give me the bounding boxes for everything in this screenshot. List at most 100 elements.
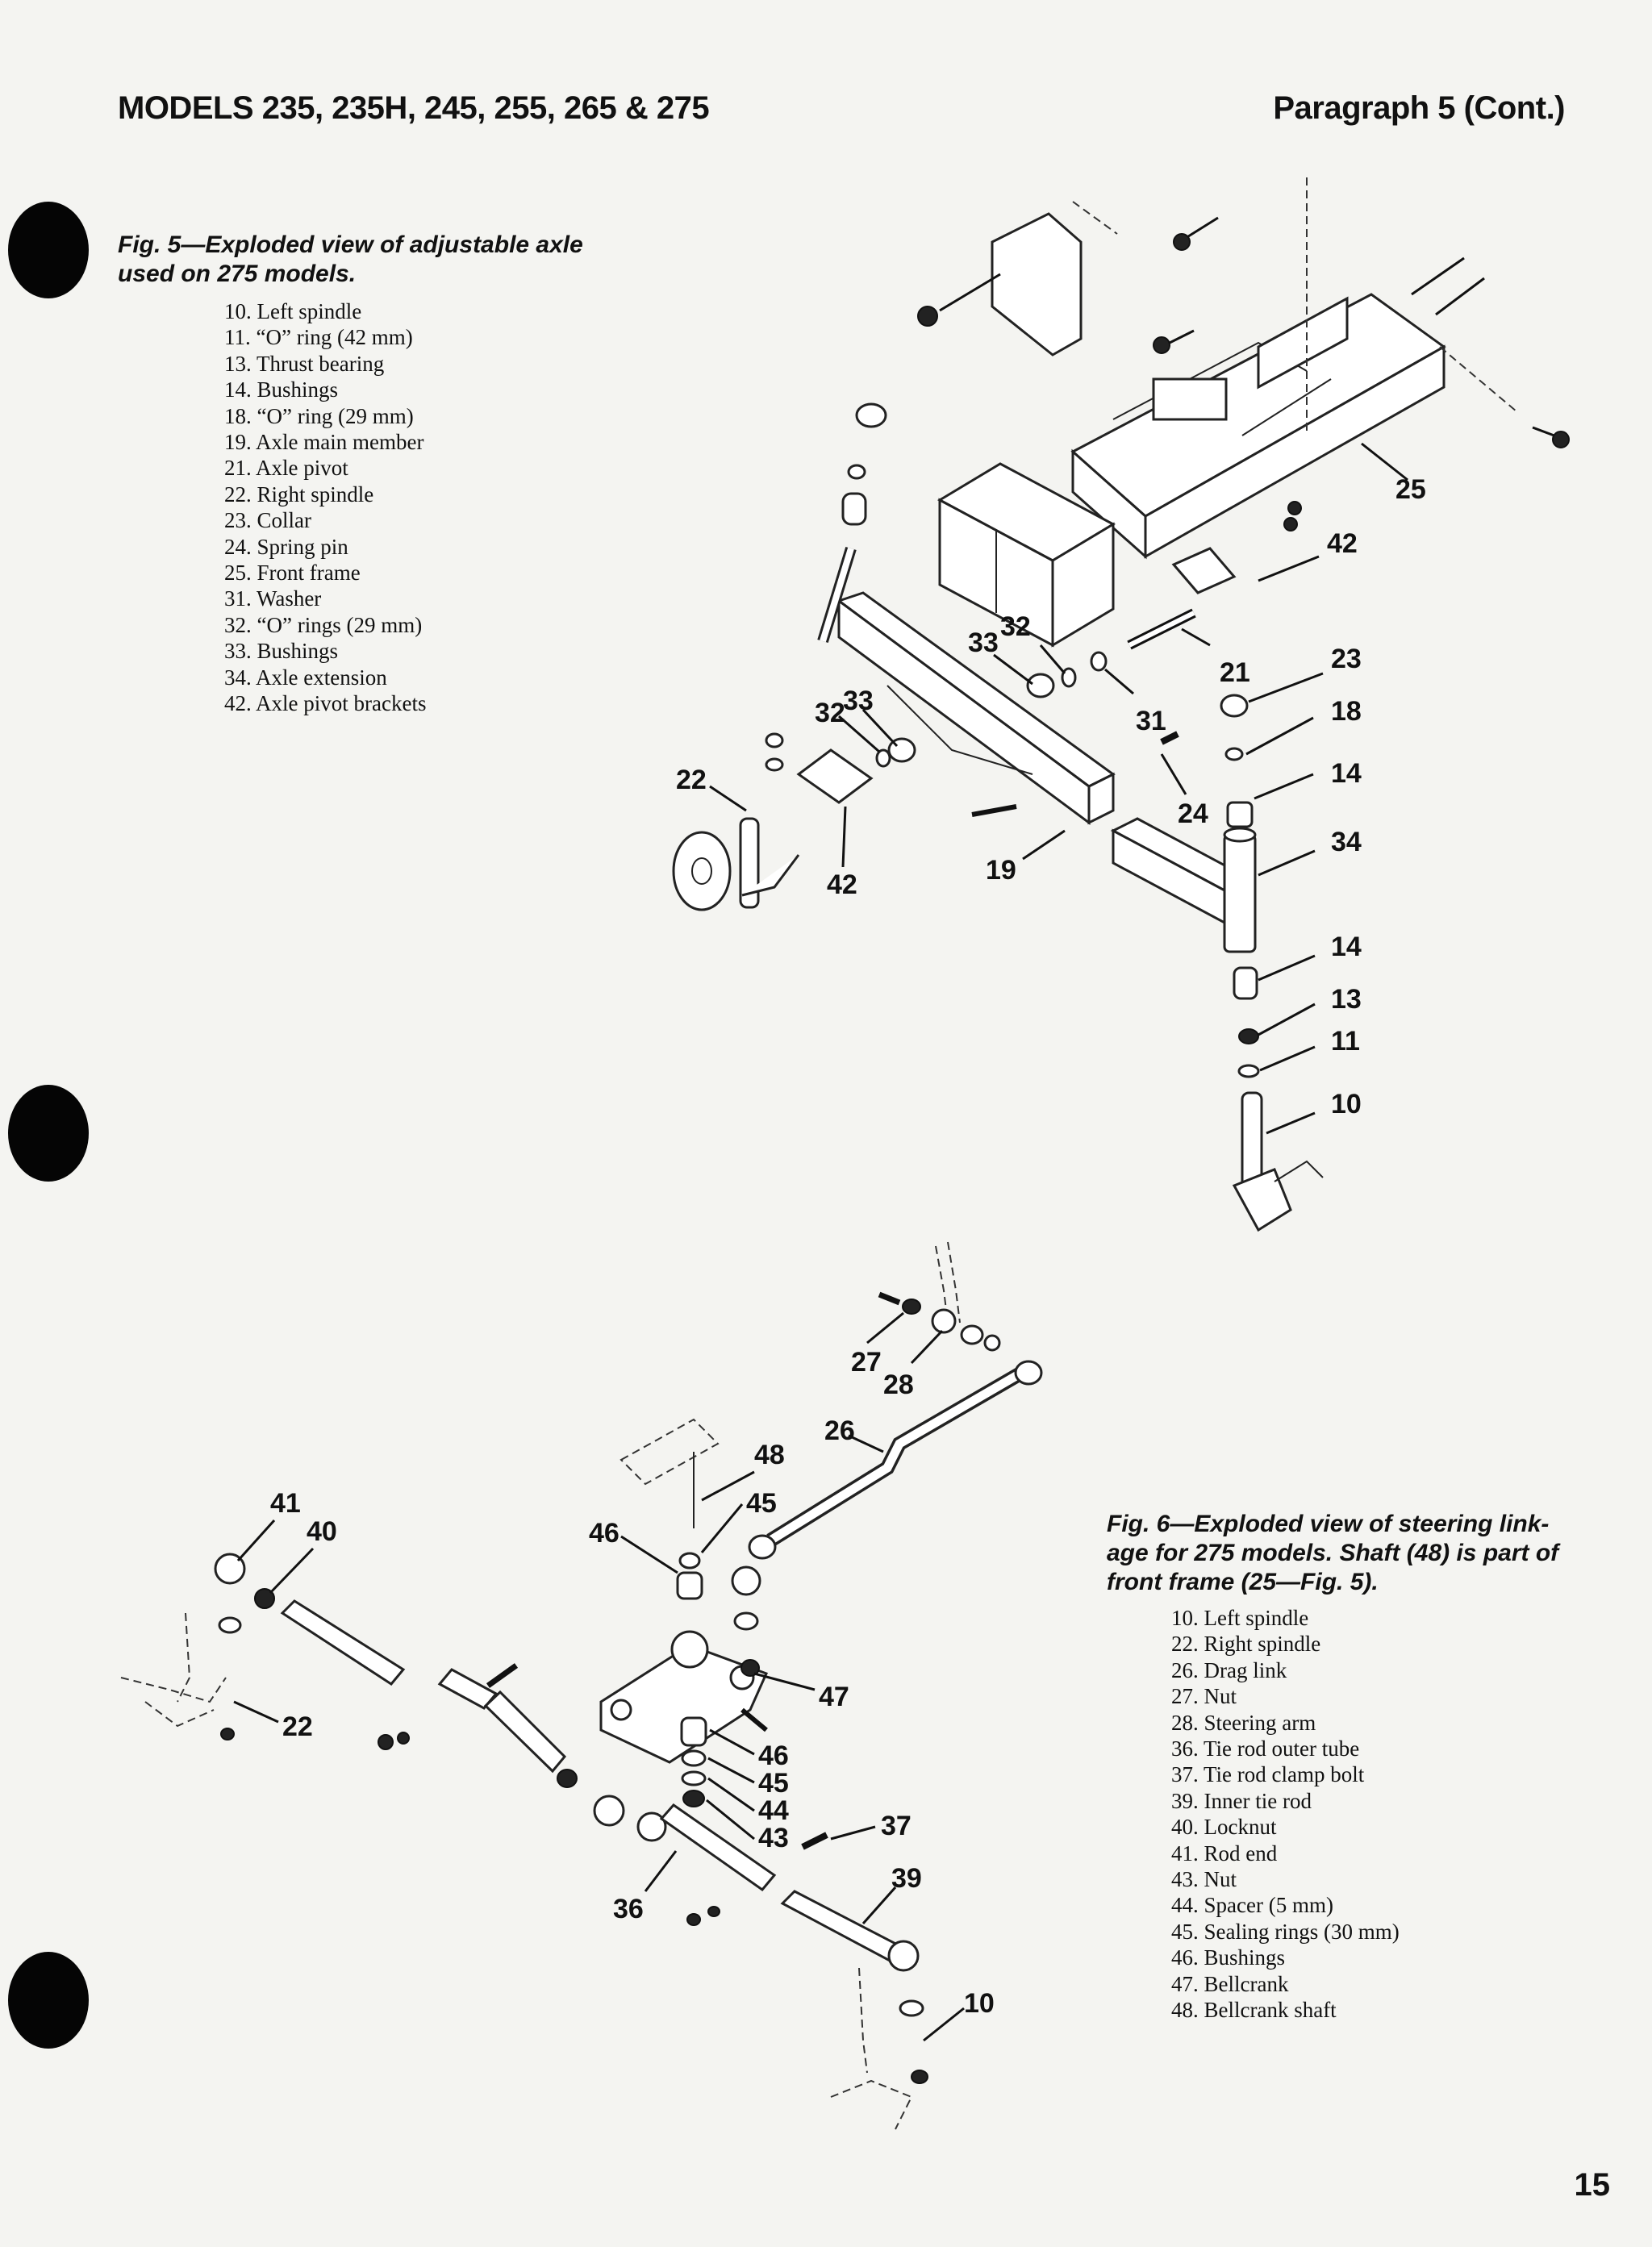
figure6-legend-item: 10. Left spindle: [1171, 1606, 1309, 1630]
axle-bolt: [971, 804, 1017, 817]
fig6-drawing: 27 28 26 48 45 41 40 46 47 22 46 45 44 4…: [120, 1241, 1043, 2130]
binder-hole-2: [8, 1085, 89, 1182]
figure6-legend-item: 48. Bellcrank shaft: [1171, 1998, 1337, 2023]
washer-drag-link: [960, 1324, 984, 1345]
callout-28: 28: [883, 1369, 914, 1400]
callout-43: 43: [758, 1823, 789, 1853]
callout-33-upper: 33: [968, 627, 999, 658]
tie-rod-outer-left: [280, 1599, 567, 1774]
clamp-nut-left: [378, 1734, 394, 1750]
callout-26: 26: [824, 1415, 855, 1446]
figure6-legend-item: 45. Sealing rings (30 mm): [1171, 1919, 1400, 1944]
fig5-callouts: 25 42 32 33 23 21 18 31 33 32 22 14 24 4…: [676, 474, 1426, 1119]
figure5-legend-item: 24. Spring pin: [224, 534, 348, 559]
bushing-top: [841, 492, 867, 526]
frame-side-plate: [1257, 296, 1349, 390]
seal-inner-tie-rod: [899, 1999, 924, 2017]
clamp-bolt-upper: [486, 1663, 519, 1688]
washer-31: [1090, 651, 1108, 672]
callout-39: 39: [891, 1863, 922, 1894]
fig6-caption: Fig. 6—Exploded view of steering link- a…: [1107, 1511, 1559, 1595]
callout-21: 21: [1220, 657, 1250, 688]
callout-19: 19: [986, 855, 1016, 886]
axle-extension: [1110, 817, 1257, 953]
figure6-legend-item: 36. Tie rod outer tube: [1171, 1736, 1360, 1761]
o-ring-top: [847, 464, 866, 480]
rod-end-41: [214, 1553, 246, 1585]
stud-1: [1411, 256, 1465, 296]
bushing-46-lower: [680, 1716, 707, 1747]
callout-45-lower: 45: [758, 1768, 789, 1799]
clamp-washer-36: [707, 1906, 720, 1917]
fig5-leaders: [709, 442, 1408, 1135]
figure5-legend-item: 22. Right spindle: [224, 482, 374, 507]
inner-tie-rod-39: [780, 1890, 920, 1972]
callout-44: 44: [758, 1795, 789, 1826]
stud-2: [1435, 277, 1485, 316]
callout-14-lower: 14: [1331, 932, 1362, 962]
weight-plate: [991, 212, 1083, 356]
figure5-legend-item: 18. “O” ring (29 mm): [224, 403, 414, 428]
cotter-pin-mid: [740, 1707, 768, 1732]
callout-46-upper: 46: [589, 1518, 620, 1549]
callout-10-fig5: 10: [1331, 1089, 1362, 1119]
figure6-legend-item: 44. Spacer (5 mm): [1171, 1893, 1333, 1918]
callout-33-lower: 33: [843, 686, 874, 716]
figure6-legend-item: 26. Drag link: [1171, 1657, 1287, 1682]
figure6-legend-item: 28. Steering arm: [1171, 1710, 1316, 1735]
thrust-bearing-13: [1238, 1028, 1259, 1044]
callout-27: 27: [851, 1347, 882, 1378]
header-models: MODELS 235, 235H, 245, 255, 265 & 275: [118, 90, 710, 126]
bolt-1-head: [917, 306, 938, 327]
figure5-legend-item: 34. Axle extension: [224, 665, 387, 690]
figure6-legend-item: 39. Inner tie rod: [1171, 1788, 1312, 1813]
figure6-legend-item: 27. Nut: [1171, 1684, 1237, 1709]
steering-arm-28: [931, 1308, 957, 1334]
locknut-mid: [557, 1769, 578, 1788]
axle-pivot-tube: [1128, 611, 1195, 648]
callout-22: 22: [676, 765, 707, 795]
clamp-bolt-37: [801, 1832, 828, 1850]
callout-36: 36: [613, 1894, 644, 1924]
callout-42-lower: 42: [827, 869, 857, 900]
callout-18: 18: [1331, 696, 1362, 727]
left-spindle-10: [1232, 1091, 1324, 1232]
callout-32-upper: 32: [1000, 611, 1031, 642]
right-spindle-22: [672, 817, 800, 911]
cotter-pin-top: [878, 1291, 901, 1306]
bushing-14-lower: [1233, 966, 1258, 1000]
o-ring-32-upper: [1061, 667, 1077, 688]
figure5-legend-item: 33. Bushings: [224, 639, 339, 664]
figure5-legend-item: 21. Axle pivot: [224, 456, 348, 481]
ballast-box: [937, 462, 1116, 648]
bolt-2-head: [1173, 233, 1191, 251]
bushing-46-upper: [676, 1571, 703, 1600]
callout-34: 34: [1331, 827, 1362, 857]
fig6-leaders: [233, 1311, 965, 2042]
clamp-nut-36: [686, 1913, 701, 1926]
clamp-washer-left: [397, 1732, 410, 1745]
shaft-frame-outline: [620, 1418, 720, 1486]
figure5-legend-item: 14. Bushings: [224, 377, 339, 402]
callout-45-upper: 45: [746, 1488, 777, 1519]
bolt-3-head: [1153, 336, 1170, 354]
fig6-callouts: 27 28 26 48 45 41 40 46 47 22 46 45 44 4…: [270, 1347, 995, 2019]
nut-27: [902, 1299, 921, 1315]
figure5-legend-item: 11. “O” ring (42 mm): [224, 325, 413, 350]
figure5-legend-item: 25. Front frame: [224, 561, 361, 586]
pivot-bracket-lower: [796, 748, 874, 804]
callout-40: 40: [307, 1516, 337, 1547]
binder-hole-3: [8, 1952, 89, 2049]
callout-48: 48: [754, 1440, 785, 1470]
binder-hole-1: [8, 202, 89, 298]
front-frame-part: [1070, 293, 1446, 560]
figure6-legend-item: 37. Tie rod clamp bolt: [1171, 1762, 1365, 1787]
bolt-1: [939, 273, 1001, 312]
o-ring-drag-link: [983, 1334, 1001, 1352]
drag-link-rod-end: [731, 1565, 761, 1596]
washer-r1: [765, 732, 784, 748]
pivot-bracket-upper: [1171, 547, 1237, 594]
callout-41: 41: [270, 1488, 301, 1519]
callout-32-lower: 32: [815, 698, 845, 728]
